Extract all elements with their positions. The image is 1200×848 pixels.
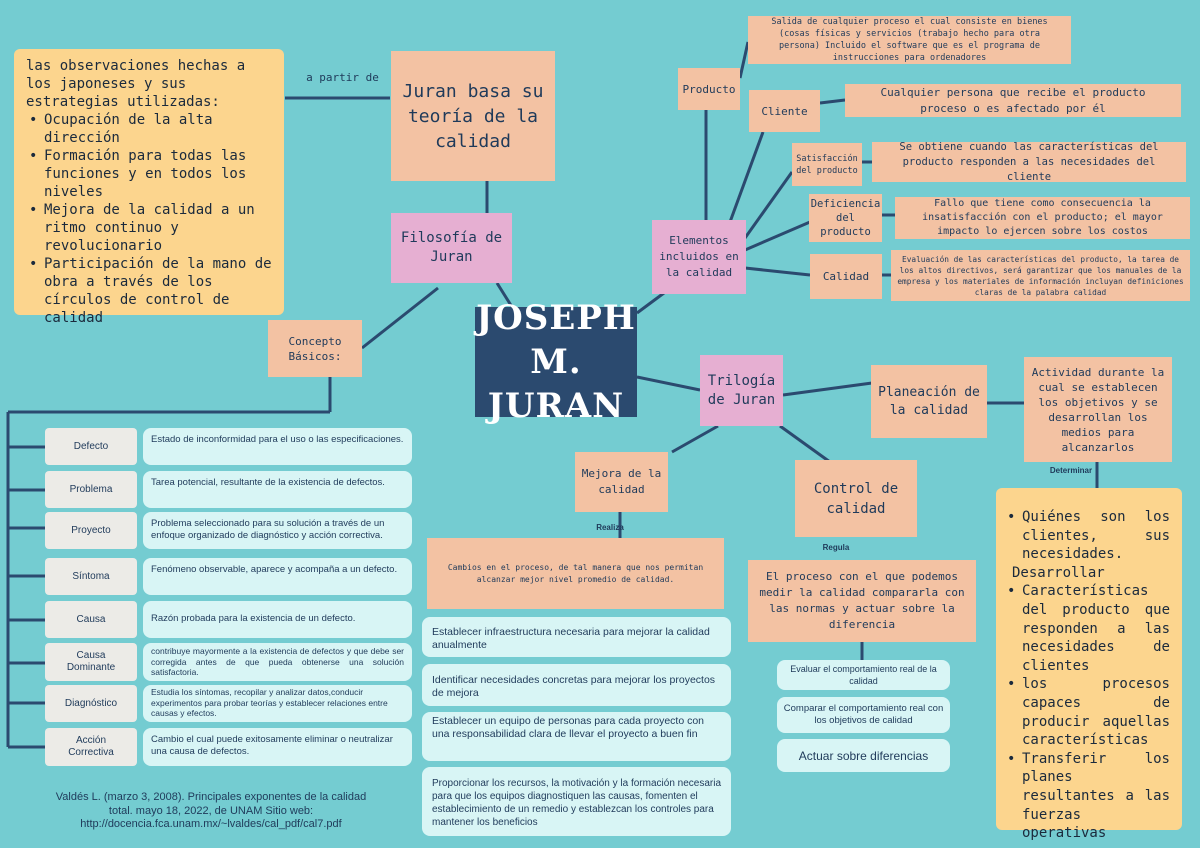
mejora-step: Establecer infraestructura necesaria par… [422,617,731,657]
mejora-definition: Cambios en el proceso, de tal manera que… [427,538,724,609]
calidad-definition: Evaluación de las características del pr… [891,250,1190,301]
concept-term: Síntoma [45,558,137,595]
planeacion-definition: Actividad durante la cual se establecen … [1024,357,1172,462]
concept-term: Acción Correctiva [45,728,137,766]
planeacion-box: Planeación de la calidad [871,365,987,438]
concept-term: Causa [45,601,137,638]
list-item: Formación para todas las funciones y en … [29,147,272,201]
control-step: Evaluar el comportamiento real de la cal… [777,660,950,690]
list-item: Ocupación de la alta dirección [29,111,272,147]
concept-term: Causa Dominante [45,643,137,681]
concept-definition: Problema seleccionado para su solución a… [143,512,412,549]
concept-term: Proyecto [45,512,137,549]
mejora-step: Establecer un equipo de personas para ca… [422,712,731,761]
list-item: Características del producto que respond… [1007,582,1170,675]
mejora-step: Identificar necesidades concretas para m… [422,664,731,706]
concept-definition: Estudia los síntomas, recopilar y analiz… [143,685,412,722]
control-box: Control de calidad [795,460,917,537]
control-definition: El proceso con el que podemos medir la c… [748,560,976,642]
conceptos-box: Concepto Básicos: [268,320,362,377]
determinar-label: Determinar [1049,466,1093,475]
list-item: Participación de la mano de obra a travé… [29,255,272,327]
regula-label: Regula [822,543,850,552]
deficiencia-box: Deficiencia del producto [809,194,882,242]
producto-definition: Salida de cualquier proceso el cual cons… [748,16,1071,64]
satisfaccion-definition: Se obtiene cuando las características de… [872,141,1186,183]
observaciones-intro: las observaciones hechas a los japoneses… [26,58,246,110]
control-step: Comparar el comportamiento real con los … [777,697,950,733]
desarrollar-label: Desarrollar [1012,564,1105,581]
mejora-step: Proporcionar los recursos, la motivación… [422,767,731,836]
planeacion-list: Quiénes son los clientes, sus necesidade… [1007,508,1170,564]
calidad-box: Calidad [810,254,882,299]
concept-definition: contribuye mayormente a la existencia de… [143,643,412,681]
main-title: JOSEPH M. JURAN [475,298,637,426]
concept-definition: Fenómeno observable, aparece y acompaña … [143,558,412,595]
producto-box: Producto [678,68,740,110]
observaciones-list: Ocupación de la alta dirección Formación… [26,111,272,327]
title-line-1: JOSEPH [476,298,636,338]
cliente-box: Cliente [749,90,820,132]
filosofia-box: Filosofía de Juran [391,213,512,283]
title-line-2: M. JURAN [487,342,625,426]
list-item: Quiénes son los clientes, sus necesidade… [1007,508,1170,564]
list-item: Transferir los planes resultantes a las … [1007,750,1170,843]
trilogia-box: Trilogía de Juran [700,355,783,426]
deficiencia-definition: Fallo que tiene como consecuencia la ins… [895,197,1190,239]
concept-term: Diagnóstico [45,685,137,722]
elementos-box: Elementos incluidos en la calidad [652,220,746,294]
list-item: Mejora de la calidad a un ritmo continuo… [29,201,272,255]
realiza-label: Realiza [596,523,624,532]
planeacion-list-continued: Características del producto que respond… [1007,582,1170,843]
planeacion-items-box: Quiénes son los clientes, sus necesidade… [996,488,1182,841]
concept-term: Defecto [45,428,137,465]
concept-definition: Cambio el cual puede exitosamente elimin… [143,728,412,766]
concept-definition: Estado de inconformidad para el uso o la… [143,428,412,465]
satisfaccion-box: Satisfacción del producto [792,143,862,186]
list-item: los procesos capaces de producir aquella… [1007,675,1170,749]
teoria-box: Juran basa su teoría de la calidad [391,51,555,181]
concept-term: Problema [45,471,137,508]
observaciones-box: las observaciones hechas a los japoneses… [14,49,284,326]
mejora-box: Mejora de la calidad [575,452,668,512]
concept-definition: Tarea potencial, resultante de la existe… [143,471,412,508]
a-partir-de-label: a partir de [306,71,379,84]
cliente-definition: Cualquier persona que recibe el producto… [845,84,1181,117]
concept-definition: Razón probada para la existencia de un d… [143,601,412,638]
reference-text: Valdés L. (marzo 3, 2008). Principales e… [55,791,367,830]
control-step: Actuar sobre diferencias [777,739,950,772]
